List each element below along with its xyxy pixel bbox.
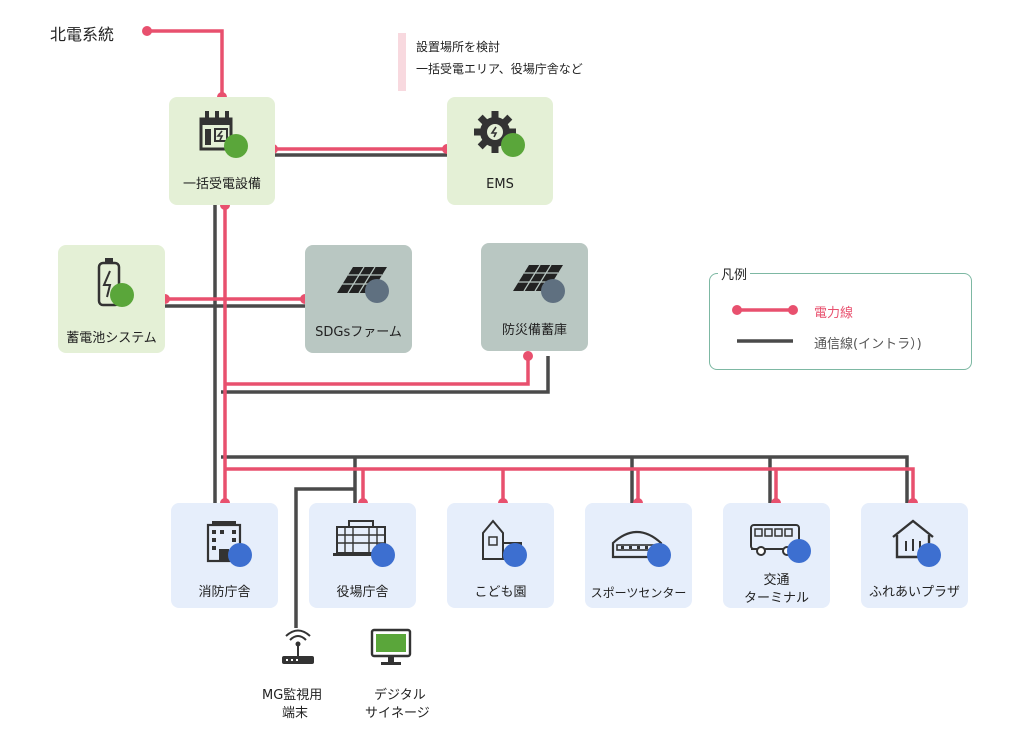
battery-node[interactable]: 蓄電池システム <box>58 245 165 353</box>
substation-icon <box>199 111 248 158</box>
legend-comm-swatch <box>737 339 793 343</box>
legend-comm-label: 通信線(イントラ）) <box>814 337 922 352</box>
signage-label-line2: サイネージ <box>365 706 430 721</box>
power-lines <box>147 29 915 503</box>
bus-icon <box>749 524 811 563</box>
grid-source-label: 北電系統 <box>50 25 115 44</box>
note-line1: 設置場所を検討 <box>416 40 501 54</box>
sdgs-farm-node[interactable]: SDGsファーム <box>305 245 412 353</box>
battery-icon <box>97 258 134 307</box>
disaster-storage-node[interactable]: 防災備蓄庫 <box>481 243 588 351</box>
fire-station-label: 消防庁舎 <box>198 585 251 600</box>
monitor-label-line2: 端末 <box>282 706 309 721</box>
terminal-label-line1: 交通 <box>763 573 790 588</box>
sports-center-icon <box>611 530 671 567</box>
comm-lines <box>165 153 909 628</box>
terminal-label-line2: ターミナル <box>743 591 809 606</box>
legend-power-label: 電力線 <box>814 306 854 321</box>
fureai-plaza-node[interactable]: ふれあいプラザ <box>861 503 968 608</box>
fire-station-icon <box>206 521 252 567</box>
disaster-storage-label: 防災備蓄庫 <box>501 323 567 338</box>
monitor-icon <box>370 628 412 665</box>
signage-label-line1: デジタル <box>374 688 426 703</box>
kodomoen-node[interactable]: こども園 <box>447 503 554 608</box>
legend-power-swatch <box>732 305 798 315</box>
ems-gear-icon <box>474 111 525 157</box>
fire-station-node[interactable]: 消防庁舎 <box>171 503 278 608</box>
town-office-node[interactable]: 役場庁舎 <box>309 503 416 608</box>
wifi-router-icon <box>282 629 314 664</box>
substation-label: 一括受電設備 <box>182 177 261 192</box>
fureai-plaza-label: ふれあいプラザ <box>868 585 960 600</box>
sports-center-node[interactable]: スポーツセンター <box>585 503 692 608</box>
sports-center-label: スポーツセンター <box>590 586 687 600</box>
town-office-icon <box>332 520 395 567</box>
sdgs-farm-label: SDGsファーム <box>315 325 402 340</box>
legend-title: 凡例 <box>718 264 751 283</box>
substation-node[interactable]: 一括受電設備 <box>169 97 275 205</box>
ems-node[interactable]: EMS <box>447 97 553 205</box>
solar-panel-icon <box>336 266 389 303</box>
ems-label: EMS <box>486 177 514 192</box>
house-heart-icon <box>891 519 941 567</box>
note-bar <box>398 33 406 91</box>
monitor-label-line1: MG監視用 <box>262 688 323 703</box>
legend: 凡例 電力線 通信線(イントラ）) <box>709 264 972 370</box>
solar-panel-icon <box>512 264 565 303</box>
kindergarten-icon <box>481 519 527 567</box>
kodomoen-label: こども園 <box>474 585 527 600</box>
note-line2: 一括受電エリア、役場庁舎など <box>416 62 583 76</box>
terminal-node[interactable]: 交通 ターミナル <box>723 503 830 608</box>
battery-label: 蓄電池システム <box>66 331 157 346</box>
town-office-label: 役場庁舎 <box>336 585 389 600</box>
